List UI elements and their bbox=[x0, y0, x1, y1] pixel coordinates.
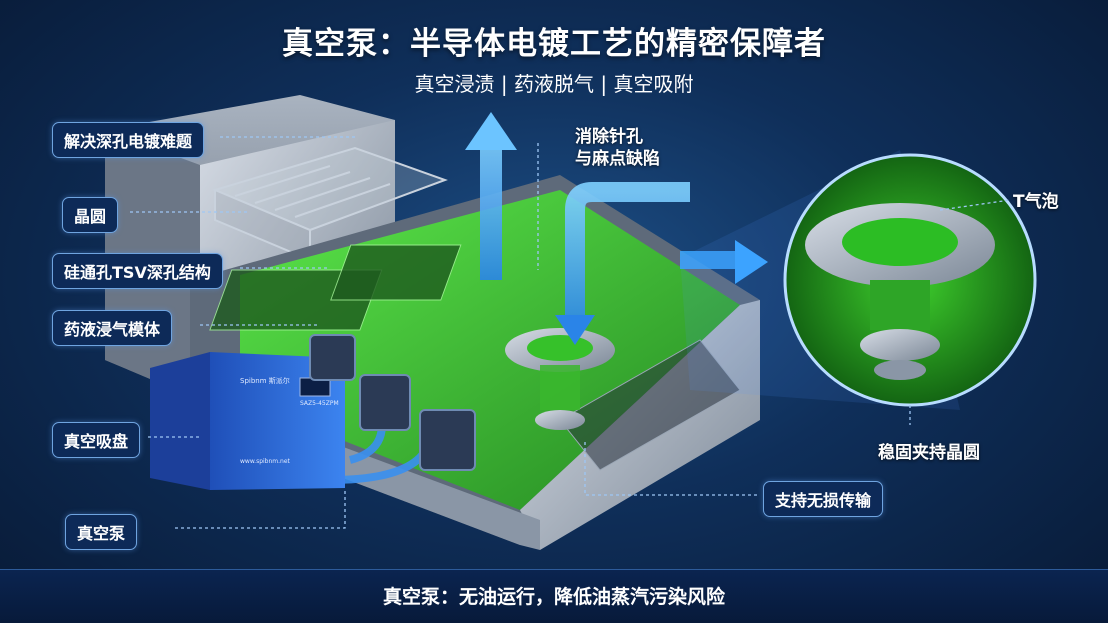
page-subtitle: 真空浸渍 | 药液脱气 | 真空吸附 bbox=[414, 72, 694, 96]
label-vacuum-chuck: 真空吸盘 bbox=[52, 422, 141, 458]
label-eliminate-pinholes-line2: 与麻点缺陷 bbox=[575, 149, 660, 169]
footer-banner: 真空泵：无油运行，降低油蒸汽污染风险 bbox=[0, 569, 1108, 623]
label-wafer: 晶圆 bbox=[62, 197, 119, 233]
label-eliminate-pinholes: 消除针孔 与麻点缺陷 bbox=[575, 126, 660, 170]
label-tsv: 硅通孔TSV深孔结构 bbox=[52, 253, 223, 289]
label-bubble: T气泡 bbox=[1013, 192, 1059, 212]
vacuum-pump-unit bbox=[150, 352, 345, 490]
label-eliminate-pinholes-line1: 消除针孔 bbox=[575, 127, 643, 147]
pump-model: SAZ5-45ZPM bbox=[300, 400, 339, 407]
zoom-detail bbox=[783, 153, 1037, 407]
label-lossless-transfer: 支持无损传输 bbox=[763, 481, 884, 517]
page-title: 真空泵：半导体电镀工艺的精密保障者 bbox=[282, 26, 826, 62]
vacuum-chuck bbox=[505, 328, 615, 430]
label-deep-hole: 解决深孔电镀难题 bbox=[52, 122, 205, 158]
pump-brand: Spibnm 斯派尔 bbox=[240, 377, 290, 385]
flow-arrows bbox=[465, 112, 768, 345]
label-hold-wafer: 稳固夹持晶圆 bbox=[878, 443, 980, 463]
footer-text: 真空泵：无油运行，降低油蒸汽污染风险 bbox=[382, 586, 725, 608]
label-degas-body: 药液浸气模体 bbox=[52, 310, 173, 346]
pump-url: www.spibnm.net bbox=[240, 458, 290, 465]
label-vacuum-pump: 真空泵 bbox=[65, 514, 138, 550]
